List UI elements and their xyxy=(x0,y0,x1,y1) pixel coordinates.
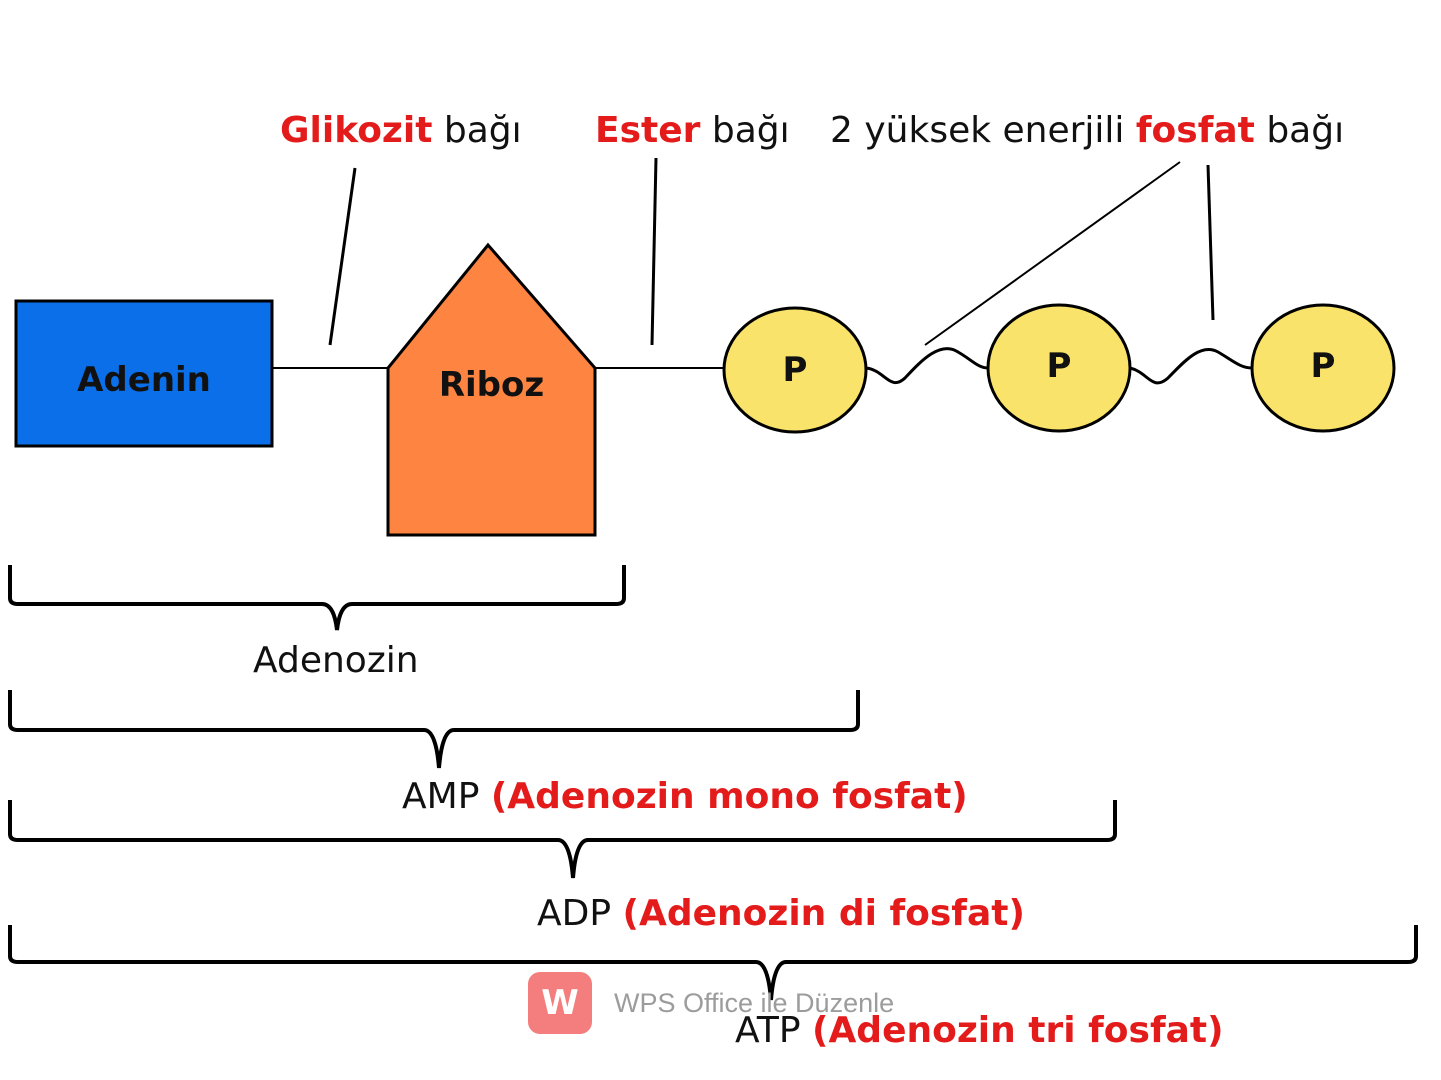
ester-bag-word: bağı xyxy=(700,110,790,151)
amp-label: AMP (Adenozin mono fosfat) xyxy=(402,776,968,817)
fosfat-bond-label: 2 yüksek enerjili fosfat bağı xyxy=(830,110,1344,151)
glikozit-bag-word: bağı xyxy=(432,110,522,151)
amp-brace xyxy=(8,690,860,769)
fosfat-pointer-line-2 xyxy=(1206,164,1215,321)
wps-watermark: W WPS Office ile Düzenle xyxy=(528,972,894,1034)
phosphate-label-2: P xyxy=(1046,346,1072,386)
phosphate-circle-2 xyxy=(986,303,1132,433)
riboz-label: Riboz xyxy=(438,365,545,405)
wps-watermark-text: WPS Office ile Düzenle xyxy=(614,987,895,1018)
atp-label: ATP (Adenozin tri fosfat) xyxy=(735,1010,1224,1051)
wps-logo-icon: W xyxy=(528,972,592,1034)
atp-abbrev: ATP xyxy=(735,1010,812,1051)
amp-abbrev: AMP xyxy=(402,776,491,817)
ester-word: Ester xyxy=(595,110,701,151)
ester-pointer-line xyxy=(650,157,658,346)
adp-brace xyxy=(8,800,1117,879)
atp-brace xyxy=(8,925,1418,1001)
fosfat-pointer-line-1 xyxy=(924,161,1181,346)
phosphate-label-1: P xyxy=(782,350,808,390)
adenozin-text: Adenozin xyxy=(253,640,419,681)
glikozit-word: Glikozit xyxy=(280,110,433,151)
glikozit-pointer-line xyxy=(328,167,357,346)
adp-abbrev: ADP xyxy=(537,893,623,934)
high-energy-bond-1 xyxy=(865,347,989,385)
high-energy-bond-2 xyxy=(1129,348,1253,385)
fosfat-bag-word: bağı xyxy=(1254,110,1345,151)
riboz-pentagon xyxy=(386,242,597,537)
atp-fullname: (Adenozin tri fosfat) xyxy=(811,1010,1224,1051)
fosfat-prefix: 2 yüksek enerjili xyxy=(830,110,1136,151)
adenin-label: Adenin xyxy=(77,360,211,400)
glikozit-bond-label: Glikozit bağı xyxy=(280,110,522,151)
adenozin-brace xyxy=(8,565,626,631)
phosphate-label-3: P xyxy=(1310,346,1336,386)
adenozin-label: Adenozin xyxy=(253,640,419,681)
fosfat-word: fosfat xyxy=(1135,110,1255,151)
adp-fullname: (Adenozin di fosfat) xyxy=(622,893,1025,934)
ester-bond-label: Ester bağı xyxy=(595,110,790,151)
amp-fullname: (Adenozin mono fosfat) xyxy=(490,776,968,817)
phosphate-circle-1 xyxy=(722,306,868,434)
adp-label: ADP (Adenozin di fosfat) xyxy=(537,893,1025,934)
adenin-box xyxy=(14,299,274,448)
phosphate-circle-3 xyxy=(1250,303,1396,433)
